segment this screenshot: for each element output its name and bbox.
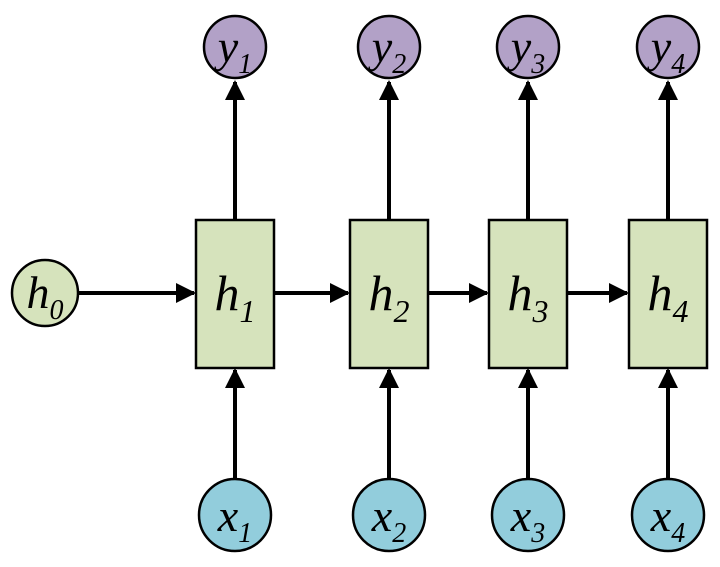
node-h1: h1 [194,218,276,370]
node-y4: y4 [635,14,701,80]
output-edges [225,80,678,220]
x2-label: x2 [371,490,406,549]
node-y2: y2 [356,14,422,80]
x4-label: x4 [650,490,685,549]
node-h3: h3 [487,218,569,370]
node-y1: y1 [202,14,268,80]
node-y3: y3 [495,14,561,80]
x3-label: x3 [510,490,545,549]
h0-circle [10,258,80,328]
y4-circle [635,14,701,80]
node-x1: x1 [197,477,273,553]
y2-circle [356,14,422,80]
output-nodes: y1 y2 y3 y4 [202,14,701,80]
y4-label: y4 [647,21,685,80]
h1-label: h1 [215,265,256,329]
node-h2: h2 [348,218,430,370]
x4-circle [630,477,706,553]
y2-label: y2 [368,21,406,80]
h4-label: h4 [648,265,689,329]
node-h0: h0 [10,258,80,328]
h2-rect [348,218,430,370]
y1-circle [202,14,268,80]
h3-label: h3 [508,265,549,329]
x2-circle [351,477,427,553]
h1-rect [194,218,276,370]
node-x2: x2 [351,477,427,553]
h4-rect [627,218,709,370]
node-x4: x4 [630,477,706,553]
node-x3: x3 [490,477,566,553]
y3-circle [495,14,561,80]
node-h4: h4 [627,218,709,370]
h2-label: h2 [369,265,410,329]
y1-label: y1 [214,21,252,80]
x1-circle [197,477,273,553]
hidden-nodes: h1 h2 h3 h4 [194,218,709,370]
x1-label: x1 [217,490,252,549]
input-edges [225,368,678,478]
x3-circle [490,477,566,553]
h3-rect [487,218,569,370]
h0-label: h0 [27,267,64,326]
y3-label: y3 [507,21,545,80]
input-nodes: x1 x2 x3 x4 [197,477,706,553]
